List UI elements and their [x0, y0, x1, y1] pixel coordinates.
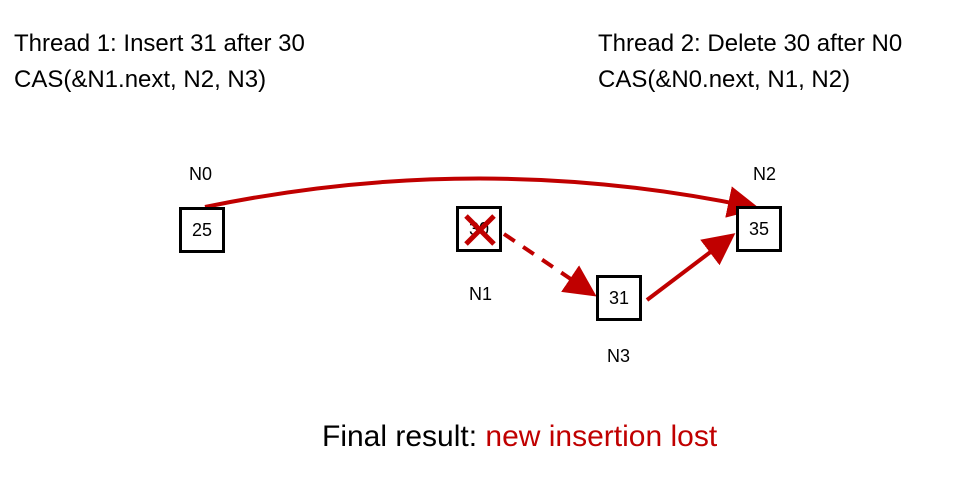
thread1-operation: CAS(&N1.next, N2, N3) — [14, 66, 267, 93]
thread1-block: Thread 1: Insert 31 after 30 CAS(&N1.nex… — [14, 26, 305, 98]
node-n2-label: N2 — [753, 164, 777, 184]
thread2-operation: CAS(&N0.next, N1, N2) — [598, 66, 851, 93]
node-n3-box: 31 — [596, 275, 642, 321]
final-result-highlight: new insertion lost — [485, 420, 718, 453]
node-n2-value: 35 — [748, 218, 770, 239]
node-n2-box: 35 — [736, 206, 782, 252]
deleted-cross-icon — [464, 214, 496, 246]
thread2-title: Thread 2: Delete 30 after N0 — [598, 30, 903, 57]
node-n0-label: N0 — [189, 164, 213, 184]
arrow-n0-to-n2 — [204, 176, 760, 218]
node-n1-label: N1 — [469, 284, 493, 304]
final-result: Final result: new insertion lost — [322, 420, 717, 454]
node-n0-value: 25 — [191, 219, 213, 240]
arrow-n1-to-n3-dashed — [502, 232, 597, 297]
thread1-title: Thread 1: Insert 31 after 30 — [14, 30, 305, 57]
node-n3-label: N3 — [607, 346, 631, 366]
arrow-n3-to-n2 — [645, 233, 736, 302]
final-result-prefix: Final result: — [322, 420, 486, 453]
node-n0-box: 25 — [179, 207, 225, 253]
node-n3-value: 31 — [608, 287, 630, 308]
thread2-block: Thread 2: Delete 30 after N0 CAS(&N0.nex… — [598, 26, 902, 98]
